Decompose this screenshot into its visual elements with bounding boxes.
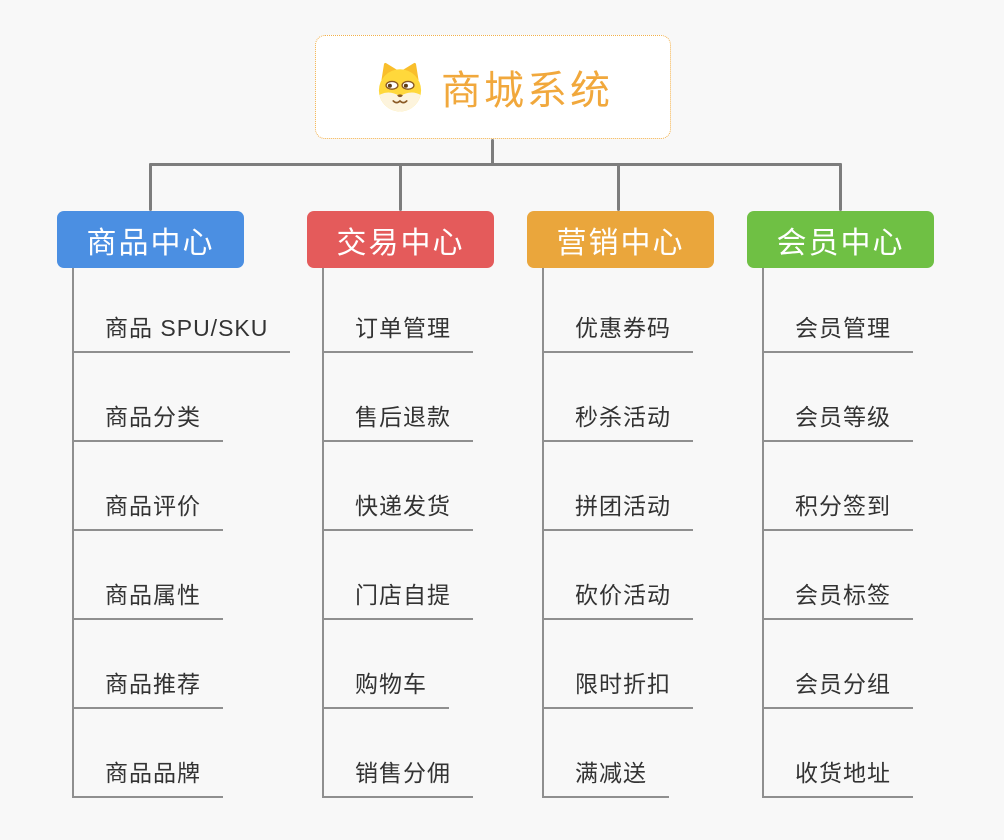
branch-item[interactable]: 优惠券码: [542, 309, 693, 353]
branch-header-trade-center[interactable]: 交易中心: [307, 211, 494, 268]
branch-item[interactable]: 会员标签: [762, 576, 913, 620]
branch-item-row: 积分签到: [762, 442, 1004, 531]
branch-member-center: 会员中心 会员管理会员等级积分签到会员标签会员分组收货地址: [747, 211, 1004, 798]
branch-marketing-center: 营销中心 优惠券码秒杀活动拼团活动砍价活动限时折扣满减送: [527, 211, 787, 798]
branch-product-center: 商品中心 商品 SPU/SKU 商品分类商品评价商品属性商品推荐商品品牌: [57, 211, 317, 798]
branch-item-row: 商品分类: [72, 353, 317, 442]
branch-item[interactable]: 商品推荐: [72, 665, 223, 709]
branch-item-row: 商品评价: [72, 442, 317, 531]
branch-item[interactable]: 商品品牌: [72, 754, 223, 798]
branch-item[interactable]: 商品 SPU/SKU: [72, 309, 291, 353]
dog-face-icon: [378, 62, 422, 112]
branch-item-row: 商品属性: [72, 531, 317, 620]
branch-item-row: 砍价活动: [542, 531, 787, 620]
connector-drop-products: [149, 163, 152, 211]
branch-item-row: 订单管理: [322, 268, 567, 353]
branch-item-row: 收货地址: [762, 709, 1004, 798]
branch-item[interactable]: 会员管理: [762, 309, 913, 353]
branch-items-marketing-center: 优惠券码秒杀活动拼团活动砍价活动限时折扣满减送: [542, 268, 787, 798]
branch-item-row: 门店自提: [322, 531, 567, 620]
branch-item-row: 商品品牌: [72, 709, 317, 798]
branch-item[interactable]: 销售分佣: [322, 754, 473, 798]
branch-item[interactable]: 售后退款: [322, 398, 473, 442]
branch-items-member-center: 会员管理会员等级积分签到会员标签会员分组收货地址: [762, 268, 1004, 798]
branch-item[interactable]: 限时折扣: [542, 665, 693, 709]
branch-items-trade-center: 订单管理售后退款快递发货门店自提购物车销售分佣: [322, 268, 567, 798]
branch-item[interactable]: 商品评价: [72, 487, 223, 531]
branch-item[interactable]: 会员分组: [762, 665, 913, 709]
branch-item[interactable]: 商品属性: [72, 576, 223, 620]
root-node[interactable]: 商城系统: [315, 35, 671, 139]
branch-item-row: 商品 SPU/SKU: [72, 268, 317, 353]
branch-item[interactable]: 订单管理: [322, 309, 473, 353]
branch-item[interactable]: 砍价活动: [542, 576, 693, 620]
branch-item[interactable]: 收货地址: [762, 754, 913, 798]
branch-trade-center: 交易中心 订单管理售后退款快递发货门店自提购物车销售分佣: [307, 211, 567, 798]
root-title: 商城系统: [441, 69, 613, 113]
branch-item-row: 优惠券码: [542, 268, 787, 353]
branch-item-row: 购物车: [322, 620, 567, 709]
branch-item[interactable]: 会员等级: [762, 398, 913, 442]
branch-item[interactable]: 门店自提: [322, 576, 473, 620]
branch-header-member-center[interactable]: 会员中心: [747, 211, 934, 268]
connector-drop-marketing: [617, 163, 620, 211]
branch-items-product-center: 商品 SPU/SKU 商品分类商品评价商品属性商品推荐商品品牌: [72, 268, 317, 798]
branch-item-row: 快递发货: [322, 442, 567, 531]
branch-item-row: 满减送: [542, 709, 787, 798]
connector-horizontal-bar: [149, 163, 842, 166]
branch-item-row: 售后退款: [322, 353, 567, 442]
branch-item[interactable]: 积分签到: [762, 487, 913, 531]
branch-item-row: 秒杀活动: [542, 353, 787, 442]
branch-item-row: 拼团活动: [542, 442, 787, 531]
branch-item[interactable]: 拼团活动: [542, 487, 693, 531]
connector-root-drop: [491, 139, 494, 166]
branch-item[interactable]: 秒杀活动: [542, 398, 693, 442]
branch-item[interactable]: 满减送: [542, 754, 669, 798]
branch-item-row: 会员标签: [762, 531, 1004, 620]
branch-item-row: 限时折扣: [542, 620, 787, 709]
branch-item-row: 销售分佣: [322, 709, 567, 798]
branch-item[interactable]: 商品分类: [72, 398, 223, 442]
branch-header-product-center[interactable]: 商品中心: [57, 211, 244, 268]
branch-item-row: 商品推荐: [72, 620, 317, 709]
branch-item-row: 会员分组: [762, 620, 1004, 709]
branch-item-row: 会员等级: [762, 353, 1004, 442]
connector-drop-trade: [399, 163, 402, 211]
branch-item[interactable]: 购物车: [322, 665, 449, 709]
branch-header-marketing-center[interactable]: 营销中心: [527, 211, 714, 268]
branch-item[interactable]: 快递发货: [322, 487, 473, 531]
branch-item-row: 会员管理: [762, 268, 1004, 353]
connector-drop-members: [839, 163, 842, 211]
